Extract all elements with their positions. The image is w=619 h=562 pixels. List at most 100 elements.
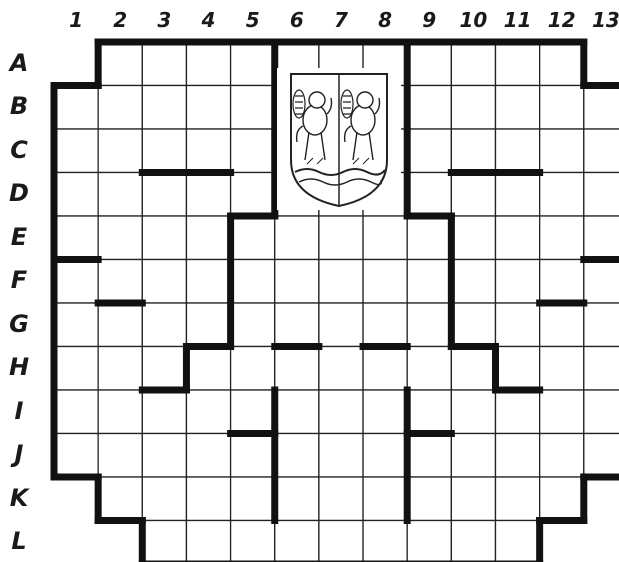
grid-cell-J5[interactable] — [231, 434, 275, 478]
grid-cell-G11[interactable] — [496, 303, 540, 347]
grid-cell-A4[interactable] — [186, 42, 230, 86]
grid-cell-I13[interactable] — [584, 390, 619, 434]
grid-cell-K3[interactable] — [142, 477, 186, 521]
grid-cell-I8[interactable] — [363, 390, 407, 434]
grid-cell-F12[interactable] — [540, 260, 584, 304]
grid-cell-A3[interactable] — [142, 42, 186, 86]
grid-cell-A2[interactable] — [98, 42, 142, 86]
grid-cell-F2[interactable] — [98, 260, 142, 304]
grid-cell-G2[interactable] — [98, 303, 142, 347]
grid-cell-I6[interactable] — [275, 390, 319, 434]
grid-cell-C4[interactable] — [186, 129, 230, 173]
grid-cell-H11[interactable] — [496, 347, 540, 391]
grid-cell-B1[interactable] — [54, 86, 98, 130]
grid-cell-H7[interactable] — [319, 347, 363, 391]
grid-cell-K10[interactable] — [451, 477, 495, 521]
grid-cell-J13[interactable] — [584, 434, 619, 478]
grid-cell-F7[interactable] — [319, 260, 363, 304]
grid-cell-K2[interactable] — [98, 477, 142, 521]
grid-cell-F13[interactable] — [584, 260, 619, 304]
grid-cell-C10[interactable] — [451, 129, 495, 173]
grid-cell-G5[interactable] — [231, 303, 275, 347]
grid-cell-F9[interactable] — [407, 260, 451, 304]
grid-cell-D3[interactable] — [142, 173, 186, 217]
grid-cell-H9[interactable] — [407, 347, 451, 391]
grid-cell-C13[interactable] — [584, 129, 619, 173]
grid-cell-G8[interactable] — [363, 303, 407, 347]
grid-cell-I11[interactable] — [496, 390, 540, 434]
grid-cell-H6[interactable] — [275, 347, 319, 391]
grid-cell-L9[interactable] — [407, 521, 451, 562]
grid-cell-J6[interactable] — [275, 434, 319, 478]
grid-cell-G4[interactable] — [186, 303, 230, 347]
grid-cell-L11[interactable] — [496, 521, 540, 562]
grid-cell-C11[interactable] — [496, 129, 540, 173]
grid-cell-L10[interactable] — [451, 521, 495, 562]
grid-cell-F10[interactable] — [451, 260, 495, 304]
grid-cell-C12[interactable] — [540, 129, 584, 173]
grid-cell-J9[interactable] — [407, 434, 451, 478]
grid-cell-C9[interactable] — [407, 129, 451, 173]
grid-cell-H2[interactable] — [98, 347, 142, 391]
grid-cell-L4[interactable] — [186, 521, 230, 562]
grid-cell-I7[interactable] — [319, 390, 363, 434]
grid-cell-K8[interactable] — [363, 477, 407, 521]
grid-cell-J8[interactable] — [363, 434, 407, 478]
grid-cell-D13[interactable] — [584, 173, 619, 217]
grid-cell-C5[interactable] — [231, 129, 275, 173]
grid-cell-J3[interactable] — [142, 434, 186, 478]
grid-cell-G1[interactable] — [54, 303, 98, 347]
grid-cell-C1[interactable] — [54, 129, 98, 173]
grid-cell-B2[interactable] — [98, 86, 142, 130]
grid-cell-E3[interactable] — [142, 216, 186, 260]
grid-cell-I1[interactable] — [54, 390, 98, 434]
grid-cell-E9[interactable] — [407, 216, 451, 260]
grid-cell-K5[interactable] — [231, 477, 275, 521]
grid-cell-K9[interactable] — [407, 477, 451, 521]
grid-cell-D2[interactable] — [98, 173, 142, 217]
grid-cell-A12[interactable] — [540, 42, 584, 86]
grid-cell-A5[interactable] — [231, 42, 275, 86]
grid-cell-K6[interactable] — [275, 477, 319, 521]
grid-cell-E11[interactable] — [496, 216, 540, 260]
grid-cell-K4[interactable] — [186, 477, 230, 521]
grid-cell-F5[interactable] — [231, 260, 275, 304]
grid-cell-B9[interactable] — [407, 86, 451, 130]
grid-cell-L5[interactable] — [231, 521, 275, 562]
grid-cell-E7[interactable] — [319, 216, 363, 260]
grid-cell-I2[interactable] — [98, 390, 142, 434]
grid-cell-E5[interactable] — [231, 216, 275, 260]
grid-cell-I3[interactable] — [142, 390, 186, 434]
grid-cell-L6[interactable] — [275, 521, 319, 562]
grid-cell-I5[interactable] — [231, 390, 275, 434]
grid-cell-J7[interactable] — [319, 434, 363, 478]
grid-cell-I12[interactable] — [540, 390, 584, 434]
grid-cell-I10[interactable] — [451, 390, 495, 434]
grid-cell-D10[interactable] — [451, 173, 495, 217]
grid-cell-D11[interactable] — [496, 173, 540, 217]
grid-cell-G3[interactable] — [142, 303, 186, 347]
grid-cell-C3[interactable] — [142, 129, 186, 173]
grid-cell-H4[interactable] — [186, 347, 230, 391]
grid-cell-F1[interactable] — [54, 260, 98, 304]
grid-cell-J10[interactable] — [451, 434, 495, 478]
grid-cell-B12[interactable] — [540, 86, 584, 130]
grid-cell-H5[interactable] — [231, 347, 275, 391]
grid-cell-A10[interactable] — [451, 42, 495, 86]
grid-cell-D4[interactable] — [186, 173, 230, 217]
grid-cell-B11[interactable] — [496, 86, 540, 130]
grid-cell-B13[interactable] — [584, 86, 619, 130]
grid-cell-J2[interactable] — [98, 434, 142, 478]
grid-cell-G9[interactable] — [407, 303, 451, 347]
grid-cell-B10[interactable] — [451, 86, 495, 130]
grid-cell-A9[interactable] — [407, 42, 451, 86]
grid-cell-E6[interactable] — [275, 216, 319, 260]
grid-cell-J11[interactable] — [496, 434, 540, 478]
grid-cell-E4[interactable] — [186, 216, 230, 260]
grid-cell-B3[interactable] — [142, 86, 186, 130]
grid-cell-E2[interactable] — [98, 216, 142, 260]
grid-cell-K11[interactable] — [496, 477, 540, 521]
grid-cell-L7[interactable] — [319, 521, 363, 562]
grid-cell-J12[interactable] — [540, 434, 584, 478]
grid-cell-G12[interactable] — [540, 303, 584, 347]
